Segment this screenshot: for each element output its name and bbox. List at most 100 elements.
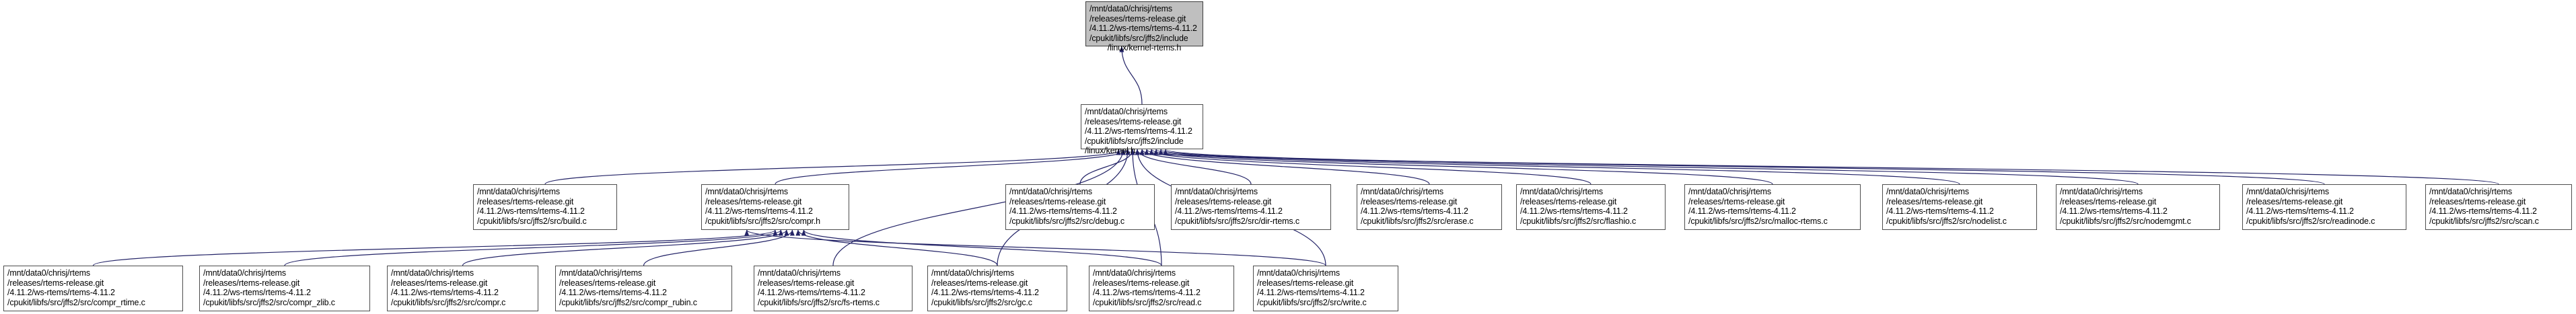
node-line: /4.11.2/ws-rtems/rtems-4.11.2 bbox=[1520, 206, 1628, 217]
node-line: /4.11.2/ws-rtems/rtems-4.11.2 bbox=[1886, 206, 1994, 217]
graph-node-kernel-rtems-h[interactable]: /mnt/data0/chrisj/rtems/releases/rtems-r… bbox=[1085, 1, 1203, 52]
graph-node-erase-c[interactable]: /mnt/data0/chrisj/rtems/releases/rtems-r… bbox=[1357, 184, 1502, 230]
edge-compr-rtime-c-to-compr-h bbox=[92, 229, 778, 266]
node-line: /mnt/data0/chrisj/rtems bbox=[1688, 187, 1771, 196]
node-line: /4.11.2/ws-rtems/rtems-4.11.2 bbox=[2429, 206, 2537, 217]
node-line: /mnt/data0/chrisj/rtems bbox=[2060, 187, 2143, 196]
node-line: /4.11.2/ws-rtems/rtems-4.11.2 bbox=[477, 206, 585, 217]
graph-node-compr-zlib-c[interactable]: /mnt/data0/chrisj/rtems/releases/rtems-r… bbox=[199, 266, 370, 311]
graph-node-dir-rtems-c[interactable]: /mnt/data0/chrisj/rtems/releases/rtems-r… bbox=[1171, 184, 1331, 230]
node-line: /releases/rtems-release.git bbox=[705, 196, 802, 206]
node-line: /releases/rtems-release.git bbox=[1886, 196, 1983, 206]
node-line: /releases/rtems-release.git bbox=[1009, 196, 1106, 206]
edge-gc-c-to-compr-h bbox=[795, 229, 998, 266]
edge-compr-zlib-c-to-compr-h bbox=[284, 229, 783, 266]
node-line: /mnt/data0/chrisj/rtems bbox=[391, 268, 474, 278]
node-line: /cpukit/libfs/src/jffs2/src/write.c bbox=[1257, 297, 1367, 307]
node-line: /cpukit/libfs/src/jffs2/src/debug.c bbox=[1009, 216, 1124, 226]
graph-node-compr-c[interactable]: /mnt/data0/chrisj/rtems/releases/rtems-r… bbox=[387, 266, 538, 311]
graph-node-malloc-rtems-c[interactable]: /mnt/data0/chrisj/rtems/releases/rtems-r… bbox=[1684, 184, 1861, 230]
graph-node-build-c[interactable]: /mnt/data0/chrisj/rtems/releases/rtems-r… bbox=[473, 184, 617, 230]
graph-node-write-c[interactable]: /mnt/data0/chrisj/rtems/releases/rtems-r… bbox=[1253, 266, 1398, 311]
graph-node-flashio-c[interactable]: /mnt/data0/chrisj/rtems/releases/rtems-r… bbox=[1516, 184, 1666, 230]
node-line: /mnt/data0/chrisj/rtems bbox=[1175, 187, 1258, 196]
node-line: /mnt/data0/chrisj/rtems bbox=[7, 268, 90, 278]
node-line: /4.11.2/ws-rtems/rtems-4.11.2 bbox=[1257, 288, 1365, 298]
edge-malloc-rtems-c-to-kernel-h bbox=[1149, 149, 1773, 185]
node-line: /4.11.2/ws-rtems/rtems-4.11.2 bbox=[203, 288, 311, 298]
graph-node-scan-c[interactable]: /mnt/data0/chrisj/rtems/releases/rtems-r… bbox=[2425, 184, 2572, 230]
graph-node-compr-rubin-c[interactable]: /mnt/data0/chrisj/rtems/releases/rtems-r… bbox=[555, 266, 732, 311]
graph-node-read-c[interactable]: /mnt/data0/chrisj/rtems/releases/rtems-r… bbox=[1089, 266, 1234, 311]
node-line: /mnt/data0/chrisj/rtems bbox=[1009, 187, 1092, 196]
edge-readinode-c-to-kernel-h bbox=[1164, 149, 2325, 185]
edge-compr-rubin-c-to-compr-h bbox=[643, 229, 795, 266]
node-line: /releases/rtems-release.git bbox=[477, 196, 574, 206]
node-line: /cpukit/libfs/src/jffs2/include bbox=[1089, 33, 1188, 43]
node-line: /releases/rtems-release.git bbox=[1688, 196, 1785, 206]
graph-node-readinode-c[interactable]: /mnt/data0/chrisj/rtems/releases/rtems-r… bbox=[2242, 184, 2406, 230]
node-line: /mnt/data0/chrisj/rtems bbox=[1886, 187, 1969, 196]
edge-kernel-h-to-kernel-rtems-h bbox=[1119, 46, 1143, 105]
node-line: /mnt/data0/chrisj/rtems bbox=[477, 187, 560, 196]
node-line: /mnt/data0/chrisj/rtems bbox=[705, 187, 788, 196]
edge-write-c-to-compr-h bbox=[744, 229, 1326, 266]
node-line: /releases/rtems-release.git bbox=[1093, 278, 1190, 288]
node-line: /4.11.2/ws-rtems/rtems-4.11.2 bbox=[1085, 126, 1192, 136]
node-line: /mnt/data0/chrisj/rtems bbox=[2429, 187, 2512, 196]
node-line: /releases/rtems-release.git bbox=[559, 278, 656, 288]
graph-node-nodelist-c[interactable]: /mnt/data0/chrisj/rtems/releases/rtems-r… bbox=[1882, 184, 2037, 230]
node-line: /releases/rtems-release.git bbox=[1257, 278, 1354, 288]
graph-node-compr-rtime-c[interactable]: /mnt/data0/chrisj/rtems/releases/rtems-r… bbox=[3, 266, 183, 311]
edge-scan-c-to-kernel-h bbox=[1116, 149, 2499, 185]
node-line: /cpukit/libfs/src/jffs2/src/compr.h bbox=[705, 216, 820, 226]
node-line: /4.11.2/ws-rtems/rtems-4.11.2 bbox=[1093, 288, 1201, 298]
node-line: /mnt/data0/chrisj/rtems bbox=[758, 268, 840, 278]
edge-compr-h-to-kernel-h bbox=[775, 149, 1131, 185]
node-line: /releases/rtems-release.git bbox=[2060, 196, 2157, 206]
node-line: /releases/rtems-release.git bbox=[391, 278, 488, 288]
node-line: /cpukit/libfs/src/jffs2/src/readinode.c bbox=[2246, 216, 2375, 226]
node-line: /cpukit/libfs/src/jffs2/src/compr_rtime.… bbox=[7, 297, 145, 307]
edge-compr-c-to-compr-h bbox=[462, 229, 789, 266]
graph-node-nodemgmt-c[interactable]: /mnt/data0/chrisj/rtems/releases/rtems-r… bbox=[2056, 184, 2220, 230]
node-line: /4.11.2/ws-rtems/rtems-4.11.2 bbox=[1089, 24, 1197, 34]
node-line: /mnt/data0/chrisj/rtems bbox=[1093, 268, 1176, 278]
node-line: /releases/rtems-release.git bbox=[1175, 196, 1272, 206]
node-line: /mnt/data0/chrisj/rtems bbox=[203, 268, 286, 278]
graph-node-compr-h[interactable]: /mnt/data0/chrisj/rtems/releases/rtems-r… bbox=[701, 184, 849, 230]
graph-node-fs-rtems-c[interactable]: /mnt/data0/chrisj/rtems/releases/rtems-r… bbox=[754, 266, 913, 311]
node-line: /cpukit/libfs/src/jffs2/include bbox=[1085, 136, 1184, 146]
node-line: /mnt/data0/chrisj/rtems bbox=[931, 268, 1014, 278]
node-line: /cpukit/libfs/src/jffs2/src/flashio.c bbox=[1520, 216, 1637, 226]
node-line: /releases/rtems-release.git bbox=[1089, 13, 1186, 24]
node-line: /cpukit/libfs/src/jffs2/src/scan.c bbox=[2429, 216, 2539, 226]
graph-node-kernel-h[interactable]: /mnt/data0/chrisj/rtems/releases/rtems-r… bbox=[1081, 104, 1203, 155]
node-line: /cpukit/libfs/src/jffs2/src/fs-rtems.c bbox=[758, 297, 880, 307]
node-line: /mnt/data0/chrisj/rtems bbox=[559, 268, 642, 278]
node-line: /cpukit/libfs/src/jffs2/src/read.c bbox=[1093, 297, 1202, 307]
node-line: /mnt/data0/chrisj/rtems bbox=[1085, 107, 1168, 116]
graph-node-debug-c[interactable]: /mnt/data0/chrisj/rtems/releases/rtems-r… bbox=[1005, 184, 1155, 230]
node-line: /4.11.2/ws-rtems/rtems-4.11.2 bbox=[758, 288, 865, 298]
node-line: /releases/rtems-release.git bbox=[2429, 196, 2526, 206]
node-line: /mnt/data0/chrisj/rtems bbox=[1520, 187, 1603, 196]
node-line: /releases/rtems-release.git bbox=[931, 278, 1028, 288]
edge-build-c-to-kernel-h bbox=[544, 149, 1126, 185]
node-line: /releases/rtems-release.git bbox=[2246, 196, 2343, 206]
edge-flashio-c-to-kernel-h bbox=[1144, 149, 1591, 185]
node-line: /releases/rtems-release.git bbox=[7, 278, 104, 288]
node-line: /linux/kernel.h bbox=[1085, 146, 1135, 156]
node-line: /4.11.2/ws-rtems/rtems-4.11.2 bbox=[1175, 206, 1283, 217]
node-line: /cpukit/libfs/src/jffs2/src/dir-rtems.c bbox=[1175, 216, 1299, 226]
edge-nodelist-c-to-kernel-h bbox=[1153, 149, 1960, 185]
node-line: /4.11.2/ws-rtems/rtems-4.11.2 bbox=[705, 206, 813, 217]
node-line: /releases/rtems-release.git bbox=[1085, 116, 1182, 126]
node-line: /mnt/data0/chrisj/rtems bbox=[2246, 187, 2329, 196]
node-line: /releases/rtems-release.git bbox=[758, 278, 855, 288]
node-line: /mnt/data0/chrisj/rtems bbox=[1089, 4, 1172, 13]
graph-node-gc-c[interactable]: /mnt/data0/chrisj/rtems/releases/rtems-r… bbox=[927, 266, 1067, 311]
node-line: /mnt/data0/chrisj/rtems bbox=[1257, 268, 1340, 278]
node-line: /mnt/data0/chrisj/rtems bbox=[1361, 187, 1443, 196]
node-line: /cpukit/libfs/src/jffs2/src/gc.c bbox=[931, 297, 1032, 307]
